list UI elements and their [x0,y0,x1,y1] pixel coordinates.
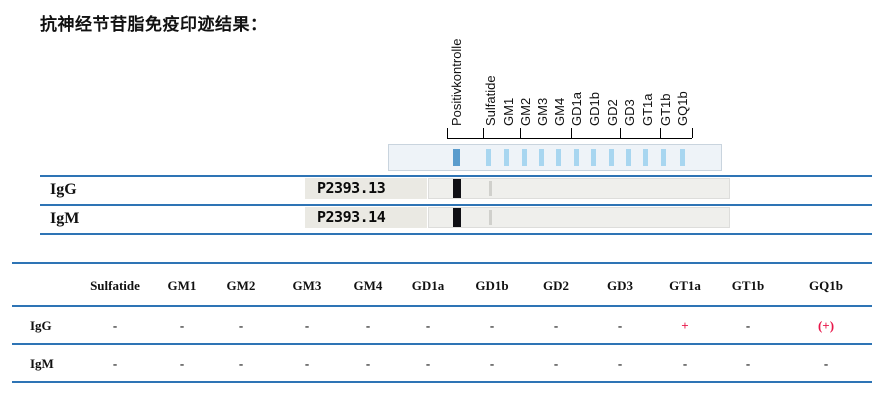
sample-strip-igm [428,207,730,228]
table-cell: - [304,318,310,333]
strip-label-positivkontrolle: Positivkontrolle [449,38,464,126]
table-cell-positive: + [681,318,689,333]
label-tick [447,128,448,138]
table-header-cell: GM2 [226,278,256,293]
table-header-cell: GQ1b [809,278,843,293]
table-cell: - [238,318,244,333]
antigen-band [539,149,544,166]
antigen-band [643,149,648,166]
table-header-cell: GD2 [543,278,569,293]
strip-label-gm2: GM2 [518,97,533,126]
antigen-band [556,149,561,166]
table-header-cell: GT1a [669,278,701,293]
table-row-label-igg: IgG [30,318,52,333]
table-cell: - [112,356,118,371]
table-cell: - [489,356,495,371]
label-tick [620,128,621,138]
strip-row-label-igg: IgG [50,181,77,198]
label-tick [660,128,661,138]
table-cell: - [365,356,371,371]
table-cell: - [553,356,559,371]
divider [40,175,872,177]
strip-label-gt1b: GT1b [658,93,673,126]
antigen-band [504,149,509,166]
label-tick [692,128,693,138]
label-tick [571,128,572,138]
antigen-band [574,149,579,166]
table-header-cell: GM4 [353,278,383,293]
faint-band [489,210,492,225]
sample-id-igm: P2393.14 [305,207,427,228]
strip-row-label-igm: IgM [50,210,80,227]
table-header-cell: GM3 [292,278,322,293]
table-cell: - [617,356,623,371]
table-cell: - [112,318,118,333]
strip-label-gd3: GD3 [622,99,637,126]
table-cell: - [617,318,623,333]
strip-label-gd1a: GD1a [569,92,584,126]
faint-band [489,181,492,196]
antigen-band [680,149,685,166]
table-cell: - [179,356,185,371]
divider [40,233,872,235]
control-band [453,149,460,166]
strip-label-gd2: GD2 [605,99,620,126]
antigen-band [591,149,596,166]
table-cell-weak-positive: (+) [817,318,835,333]
table-cell: - [179,318,185,333]
table-header-cell: GD1b [475,278,509,293]
label-tick-line [447,138,692,139]
table-cell: - [682,356,688,371]
strip-label-gm1: GM1 [501,97,516,126]
antigen-band [626,149,631,166]
antigen-band [609,149,614,166]
table-header-cell: GD1a [411,278,445,293]
table-top-rule [12,262,872,264]
table-cell: - [425,356,431,371]
antigen-band [486,149,491,166]
strip-label-sulfatide: Sulfatide [483,75,498,126]
page-title: 抗神经节苷脂免疫印迹结果： [40,15,268,35]
strip-label-gd1b: GD1b [587,92,602,126]
label-tick [520,128,521,138]
table-header-cell: GM1 [167,278,197,293]
table-row-label-igm: IgM [30,356,54,371]
table-header-cell: GD3 [607,278,633,293]
control-band [453,208,461,227]
table-bottom-rule [12,381,872,383]
table-rule [12,343,872,345]
strip-label-gm4: GM4 [552,97,567,126]
table-cell: - [823,356,829,371]
strip-label-gt1a: GT1a [640,93,655,126]
antigen-band [522,149,527,166]
table-header-cell: Sulfatide [90,278,140,293]
reference-strip [388,144,722,171]
sample-strip-igg [428,178,730,199]
antigen-band [661,149,666,166]
table-cell: - [489,318,495,333]
divider [40,204,872,206]
sample-id-igg: P2393.13 [305,178,427,199]
control-band [453,179,461,198]
table-cell: - [425,318,431,333]
table-cell: - [238,356,244,371]
table-cell: - [365,318,371,333]
label-tick [483,128,484,138]
table-cell: - [745,356,751,371]
table-cell: - [553,318,559,333]
strip-label-gq1b: GQ1b [675,91,690,126]
table-rule [12,305,872,307]
table-header-cell: GT1b [731,278,765,293]
strip-label-gm3: GM3 [535,97,550,126]
table-cell: - [745,318,751,333]
table-cell: - [304,356,310,371]
